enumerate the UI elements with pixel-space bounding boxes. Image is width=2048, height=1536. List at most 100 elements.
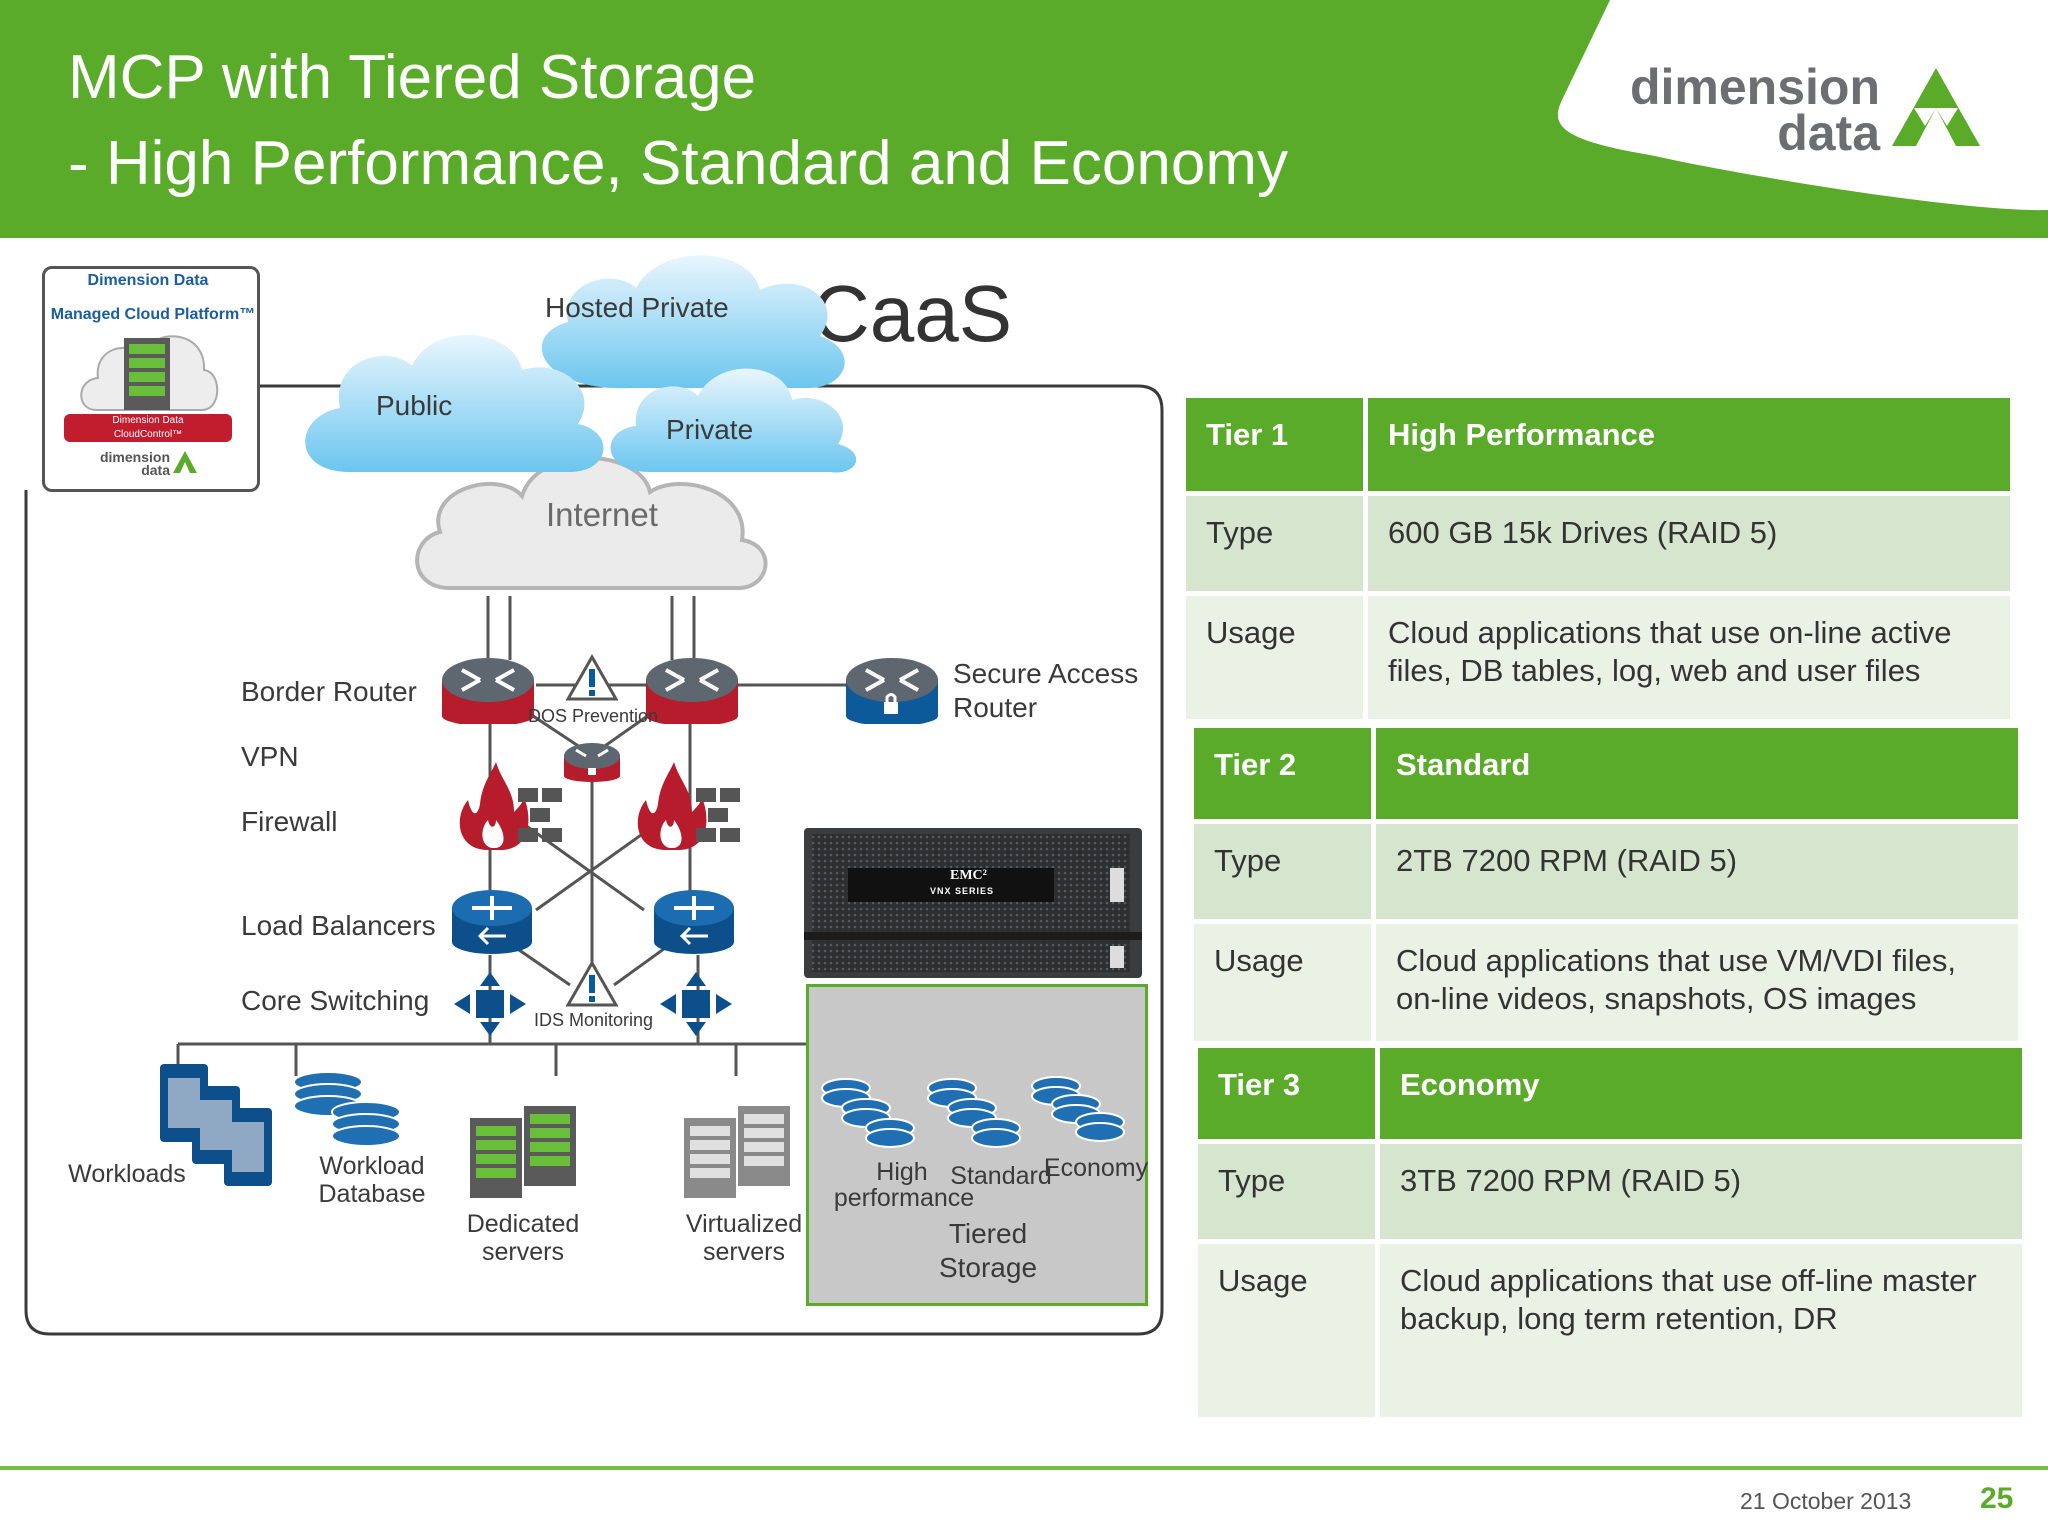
tier2-table: Tier 2 Standard Type 2TB 7200 RPM (RAID … (1194, 728, 2018, 1046)
vpn-router-icon (564, 743, 620, 782)
tier1-usage-line2: files, DB tables, log, web and user file… (1388, 653, 1921, 688)
disk-stack-economy-icon (1031, 1076, 1125, 1142)
ids-warning-icon (566, 960, 618, 1007)
logo-word-data: data (1777, 105, 1880, 161)
tier3-usage-value: Cloud applications that use off-line mas… (1380, 1244, 2022, 1422)
tier2-usage-line2: on-line videos, snapshots, OS images (1396, 981, 1917, 1016)
secure-access-router-icon (846, 658, 938, 724)
tier3-usage-line2: backup, long term retention, DR (1400, 1301, 1838, 1336)
label-firewall: Firewall (241, 806, 338, 837)
label-virtualized: Virtualized (685, 1210, 803, 1238)
label-private: Private (666, 414, 754, 445)
tier1-type-value: 600 GB 15k Drives (RAID 5) (1368, 496, 2010, 596)
border-router-left-icon (442, 658, 534, 724)
badge-cloud-icon (80, 335, 219, 411)
tier2-label: Tier 2 (1194, 728, 1376, 824)
clouds-group (305, 255, 857, 591)
emc-series-label: VNX SERIES (930, 886, 995, 896)
core-switch-right-icon (660, 972, 732, 1036)
label-workloads: Workloads (68, 1160, 186, 1188)
dos-warning-icon (566, 654, 618, 701)
label-secure-access: Secure Access (953, 658, 1139, 689)
logo-panel (1557, 0, 2048, 211)
label-border-router: Border Router (241, 676, 417, 707)
tier3-usage-row: Usage Cloud applications that use off-li… (1198, 1244, 2022, 1422)
label-virtualized-servers: servers (703, 1238, 785, 1266)
tier3-type-row: Type 3TB 7200 RPM (RAID 5) (1198, 1144, 2022, 1244)
footer-page-number: 25 (1980, 1482, 2014, 1515)
label-standard: Standard (950, 1162, 1052, 1190)
caas-heading: CaaS (812, 269, 1013, 358)
badge-ribbon-line1: Dimension Data (112, 415, 184, 426)
label-economy: Economy (1043, 1154, 1149, 1182)
footer-divider (0, 1466, 2048, 1470)
label-high: High (876, 1158, 928, 1186)
tier2-usage-label: Usage (1194, 924, 1376, 1046)
disk-stack-standard-icon (927, 1078, 1021, 1148)
footer-date: 21 October 2013 (1740, 1488, 1912, 1514)
label-public: Public (376, 390, 453, 421)
tier1-type-row: Type 600 GB 15k Drives (RAID 5) (1186, 496, 2010, 596)
tier3-label: Tier 3 (1198, 1048, 1380, 1144)
firewall-left-icon (459, 762, 562, 850)
tier1-label: Tier 1 (1186, 398, 1368, 496)
tier2-name: Standard (1376, 728, 2018, 824)
label-tiered: Tiered (948, 1218, 1028, 1249)
tier2-usage-row: Usage Cloud applications that use VM/VDI… (1194, 924, 2018, 1046)
label-hosted-private: Hosted Private (545, 292, 729, 323)
logo-triangle-icon (1892, 68, 1980, 146)
tier1-usage-row: Usage Cloud applications that use on-lin… (1186, 596, 2010, 724)
label-workload: Workload (319, 1152, 425, 1180)
workloads-icon (160, 1064, 272, 1186)
virtualized-servers-icon (684, 1106, 790, 1198)
private-cloud-shape (610, 368, 857, 473)
label-dos-prevention: DOS Prevention (528, 706, 659, 726)
badge-logo-triangle-icon (173, 451, 197, 473)
tier3-table: Tier 3 Economy Type 3TB 7200 RPM (RAID 5… (1198, 1048, 2022, 1422)
emc-vnx-array-icon (804, 828, 1142, 978)
tier1-usage-line1: Cloud applications that use on-line acti… (1388, 615, 1952, 650)
tier2-type-value: 2TB 7200 RPM (RAID 5) (1376, 824, 2018, 924)
tier3-type-value: 3TB 7200 RPM (RAID 5) (1380, 1144, 2022, 1244)
tier3-usage-line1: Cloud applications that use off-line mas… (1400, 1263, 1977, 1298)
label-performance: performance (833, 1184, 975, 1212)
logo-word-dimension: dimension (1629, 59, 1880, 115)
disk-stack-high-icon (821, 1078, 915, 1148)
workload-database-icon (293, 1071, 401, 1147)
hosted-private-cloud-shape (541, 255, 845, 389)
tier2-header-row: Tier 2 Standard (1194, 728, 2018, 824)
label-database: Database (318, 1180, 426, 1208)
label-ids-monitoring: IDS Monitoring (534, 1010, 654, 1030)
core-switch-left-icon (454, 972, 526, 1036)
tier3-type-label: Type (1198, 1144, 1380, 1244)
load-balancer-left-icon (452, 890, 532, 954)
tier1-usage-label: Usage (1186, 596, 1368, 724)
tier1-name: High Performance (1368, 398, 2010, 496)
load-balancer-right-icon (654, 890, 734, 954)
tier3-usage-label: Usage (1198, 1244, 1380, 1422)
dedicated-servers-icon (470, 1106, 576, 1198)
label-router: Router (953, 692, 1038, 723)
tier1-usage-value: Cloud applications that use on-line acti… (1368, 596, 2010, 724)
badge-ribbon (64, 414, 232, 442)
page-title: MCP with Tiered Storage (68, 43, 757, 112)
tier2-usage-value: Cloud applications that use VM/VDI files… (1376, 924, 2018, 1046)
border-router-right-icon (646, 658, 738, 724)
badge-ribbon-line2: CloudControl™ (113, 429, 183, 440)
tiered-storage-panel (806, 984, 1148, 1306)
label-vpn: VPN (241, 741, 299, 772)
firewall-right-icon (637, 762, 740, 850)
public-cloud-shape (305, 334, 604, 472)
tier2-usage-line1: Cloud applications that use VM/VDI files… (1396, 943, 1956, 978)
tier1-table: Tier 1 High Performance Type 600 GB 15k … (1186, 398, 2010, 724)
tier2-type-row: Type 2TB 7200 RPM (RAID 5) (1194, 824, 2018, 924)
label-dedicated-servers: servers (482, 1238, 564, 1266)
network-frame (24, 384, 1164, 1336)
label-storage: Storage (938, 1252, 1038, 1283)
label-dedicated: Dedicated (466, 1210, 580, 1238)
page-subtitle: - High Performance, Standard and Economy (68, 129, 1288, 198)
badge-line1: Dimension Data (87, 272, 209, 289)
tier3-header-row: Tier 3 Economy (1198, 1048, 2022, 1144)
label-core-switching: Core Switching (241, 985, 430, 1016)
storage-disk-stacks (821, 1076, 1125, 1148)
